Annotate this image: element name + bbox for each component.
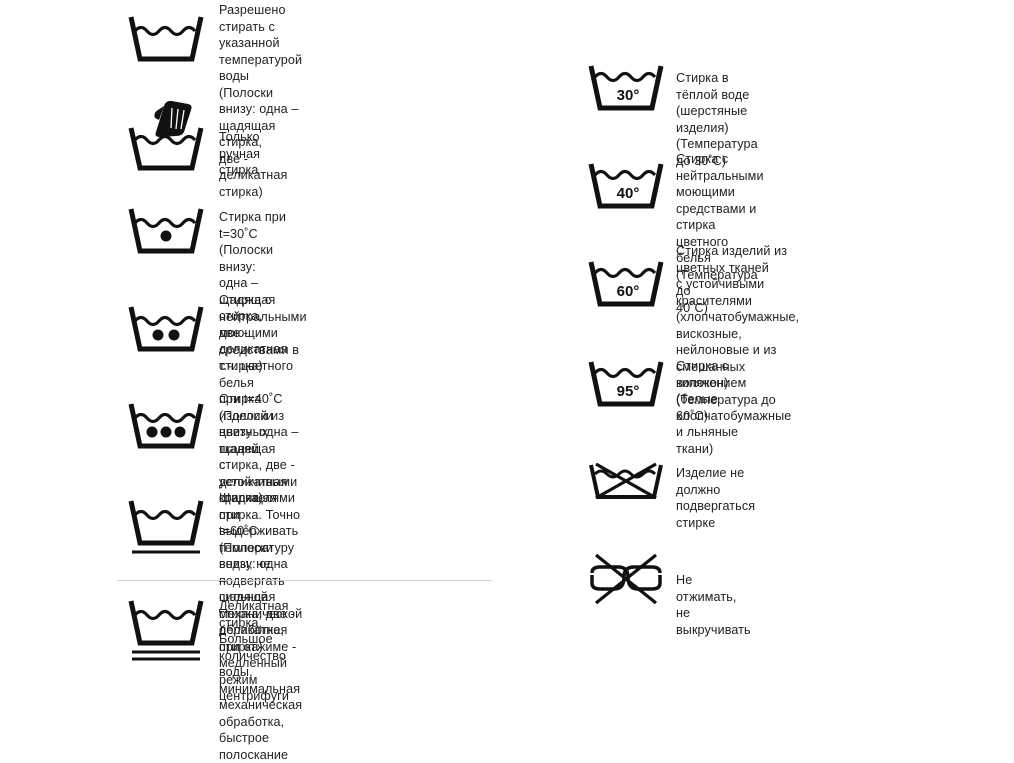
do-not-wash-icon [588, 462, 664, 502]
care-item-description: Стирка с нейтральными моющими средствами… [676, 152, 764, 315]
washtub-40-icon: 40° [588, 160, 664, 212]
care-item-description: Щадящая стирка. Точно выдерживать темпер… [219, 491, 303, 703]
temperature-label: 30° [617, 87, 640, 104]
care-item-description: Стирка с нейтральными моющими средствами… [219, 293, 307, 505]
washtub-icon [128, 13, 204, 65]
care-item-description: Стирка изделий из цветных тканей с устой… [676, 244, 800, 423]
washtub-95-icon: 95° [588, 358, 664, 410]
hand-wash-icon [128, 98, 204, 174]
care-item-description: Стирка при t=30˚С (Полоски внизу: одна –… [219, 210, 288, 373]
do-not-wring-icon [588, 553, 664, 605]
care-item-description: Не отжимать, не выкручивать [676, 573, 751, 637]
care-item-description: Деликатная стирка. Большое количество во… [219, 599, 303, 762]
washtub-two-dots-icon [128, 303, 204, 355]
washtub-gentle-icon [128, 497, 204, 557]
care-item-description: Стирка изделий из цветных тканей с устой… [219, 392, 298, 654]
temperature-label: 60° [617, 283, 640, 300]
care-item-description: Стирка с кипячением (белые хлопчатобумаж… [676, 359, 792, 456]
washtub-three-dots-icon [128, 400, 204, 452]
care-item-description: Изделие не должно подвергаться стирке [676, 466, 756, 530]
temperature-label: 40° [617, 185, 640, 202]
washtub-delicate-icon [128, 597, 204, 665]
care-item-description: Только ручная стирка [219, 130, 261, 177]
washtub-60-icon: 60° [588, 258, 664, 310]
care-item-description: Разрешено стирать с указанной температур… [219, 3, 303, 199]
washtub-30-icon: 30° [588, 62, 664, 114]
temperature-label: 95° [617, 383, 640, 400]
washtub-one-dot-icon [128, 205, 204, 257]
care-item-description: Стирка в тёплой воде (шерстяные изделия)… [676, 71, 758, 168]
section-divider [118, 580, 492, 581]
